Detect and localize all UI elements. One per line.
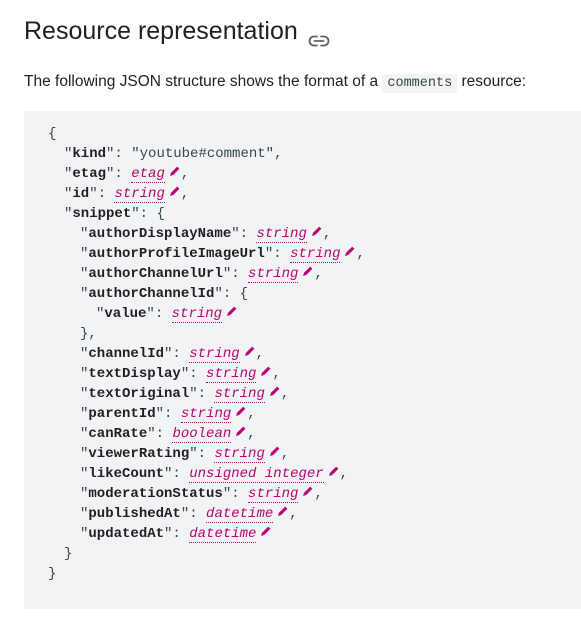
key-moderationStatus: moderationStatus <box>88 486 223 502</box>
code-line-updatedAt: "updatedAt": datetime <box>48 524 581 544</box>
open-brace: { <box>48 126 57 142</box>
key-textOriginal: textOriginal <box>88 386 190 402</box>
code-line-kind: "kind": "youtube#comment", <box>64 146 283 162</box>
key-kind: kind <box>72 146 107 162</box>
code-line-authorChannelId: "authorChannelId": { <box>80 286 249 302</box>
intro-text-after: resource: <box>457 73 527 90</box>
type-link-authorProfileImageUrl[interactable]: string <box>290 246 341 263</box>
pencil-icon[interactable] <box>343 245 356 258</box>
snippet-close-brace: } <box>64 546 73 562</box>
type-link-value[interactable]: string <box>171 306 223 323</box>
key-publishedAt: publishedAt <box>88 506 181 522</box>
close-brace: } <box>48 566 57 582</box>
page-heading: Resource representation <box>24 14 330 48</box>
inline-code-comments: comments <box>382 74 458 93</box>
key-updatedAt: updatedAt <box>88 526 165 542</box>
value-kind: "youtube#comment" <box>131 146 275 162</box>
key-value: value <box>104 306 147 322</box>
code-line-authorProfileImageUrl: "authorProfileImageUrl": string, <box>80 245 365 263</box>
type-link-moderationStatus[interactable]: string <box>248 486 299 503</box>
code-line-authorDisplayName: "authorDisplayName": string, <box>80 225 332 243</box>
pencil-icon[interactable] <box>234 425 247 438</box>
key-authorDisplayName: authorDisplayName <box>88 226 232 242</box>
pencil-icon[interactable] <box>259 525 272 538</box>
intro-paragraph: The following JSON structure shows the f… <box>24 72 526 94</box>
code-line-snippet-close: } <box>48 544 581 564</box>
authorChannelId-open-brace: { <box>239 286 249 302</box>
key-canRate: canRate <box>88 426 148 442</box>
code-line-moderationStatus: "moderationStatus": string, <box>80 485 323 503</box>
code-line-authorChannelUrl: "authorChannelUrl": string, <box>80 265 323 283</box>
type-link-etag[interactable]: etag <box>131 166 165 183</box>
pencil-icon[interactable] <box>234 405 247 418</box>
type-link-authorDisplayName[interactable]: string <box>256 226 307 243</box>
code-line-snippet: "snippet": { <box>64 206 165 222</box>
snippet-open-brace: { <box>156 206 165 222</box>
key-etag: etag <box>72 166 107 182</box>
code-line-authorChannelId-close: }, <box>48 324 581 344</box>
code-line-parentId: "parentId": string, <box>80 405 256 423</box>
type-link-viewerRating[interactable]: string <box>214 446 265 463</box>
authorChannelId-close-brace: }, <box>80 326 97 342</box>
code-line-id: "id": string, <box>64 185 190 203</box>
pencil-icon[interactable] <box>243 345 256 358</box>
key-likeCount: likeCount <box>88 466 165 482</box>
code-line-close: } <box>48 564 581 584</box>
pencil-icon[interactable] <box>301 485 314 498</box>
code-line-etag: "etag": etag, <box>64 165 190 183</box>
key-textDisplay: textDisplay <box>88 366 181 382</box>
heading-text: Resource representation <box>24 16 298 45</box>
type-link-authorChannelUrl[interactable]: string <box>248 266 299 283</box>
code-line-publishedAt: "publishedAt": datetime, <box>80 505 298 523</box>
pencil-icon[interactable] <box>310 225 323 238</box>
code-line-value: "value": string <box>48 304 581 324</box>
code-line-textOriginal: "textOriginal": string, <box>80 385 290 403</box>
type-link-publishedAt[interactable]: datetime <box>206 506 274 523</box>
key-channelId: channelId <box>88 346 165 362</box>
key-parentId: parentId <box>88 406 156 422</box>
type-link-id[interactable]: string <box>114 186 165 203</box>
key-viewerRating: viewerRating <box>88 446 190 462</box>
type-link-canRate[interactable]: boolean <box>172 426 232 443</box>
key-authorProfileImageUrl: authorProfileImageUrl <box>88 246 265 262</box>
type-link-updatedAt[interactable]: datetime <box>189 526 257 543</box>
key-authorChannelUrl: authorChannelUrl <box>88 266 223 282</box>
pencil-icon[interactable] <box>168 185 181 198</box>
type-link-textOriginal[interactable]: string <box>214 386 265 403</box>
json-code-block: { "kind": "youtube#comment", "etag": eta… <box>24 111 581 609</box>
pencil-icon[interactable] <box>268 385 281 398</box>
pencil-icon[interactable] <box>327 465 340 478</box>
code-line-viewerRating: "viewerRating": string, <box>80 445 290 463</box>
pencil-icon[interactable] <box>259 365 272 378</box>
link-icon[interactable] <box>308 26 330 47</box>
pencil-icon[interactable] <box>301 265 314 278</box>
code-line-textDisplay: "textDisplay": string, <box>80 365 281 383</box>
pencil-icon[interactable] <box>276 505 289 518</box>
key-authorChannelId: authorChannelId <box>88 286 215 302</box>
pencil-icon[interactable] <box>168 165 181 178</box>
key-id: id <box>72 186 90 202</box>
code-line-canRate: "canRate": boolean, <box>80 425 256 443</box>
type-link-textDisplay[interactable]: string <box>206 366 257 383</box>
type-link-channelId[interactable]: string <box>189 346 240 363</box>
code-line-channelId: "channelId": string, <box>80 345 265 363</box>
pencil-icon[interactable] <box>268 445 281 458</box>
type-link-likeCount[interactable]: unsigned integer <box>189 466 324 483</box>
intro-text-before: The following JSON structure shows the f… <box>24 73 383 90</box>
code-line-likeCount: "likeCount": unsigned integer, <box>80 465 349 483</box>
code-line-open: { <box>48 124 581 144</box>
pencil-icon[interactable] <box>225 305 238 318</box>
type-link-parentId[interactable]: string <box>180 406 232 423</box>
key-snippet: snippet <box>72 206 132 222</box>
